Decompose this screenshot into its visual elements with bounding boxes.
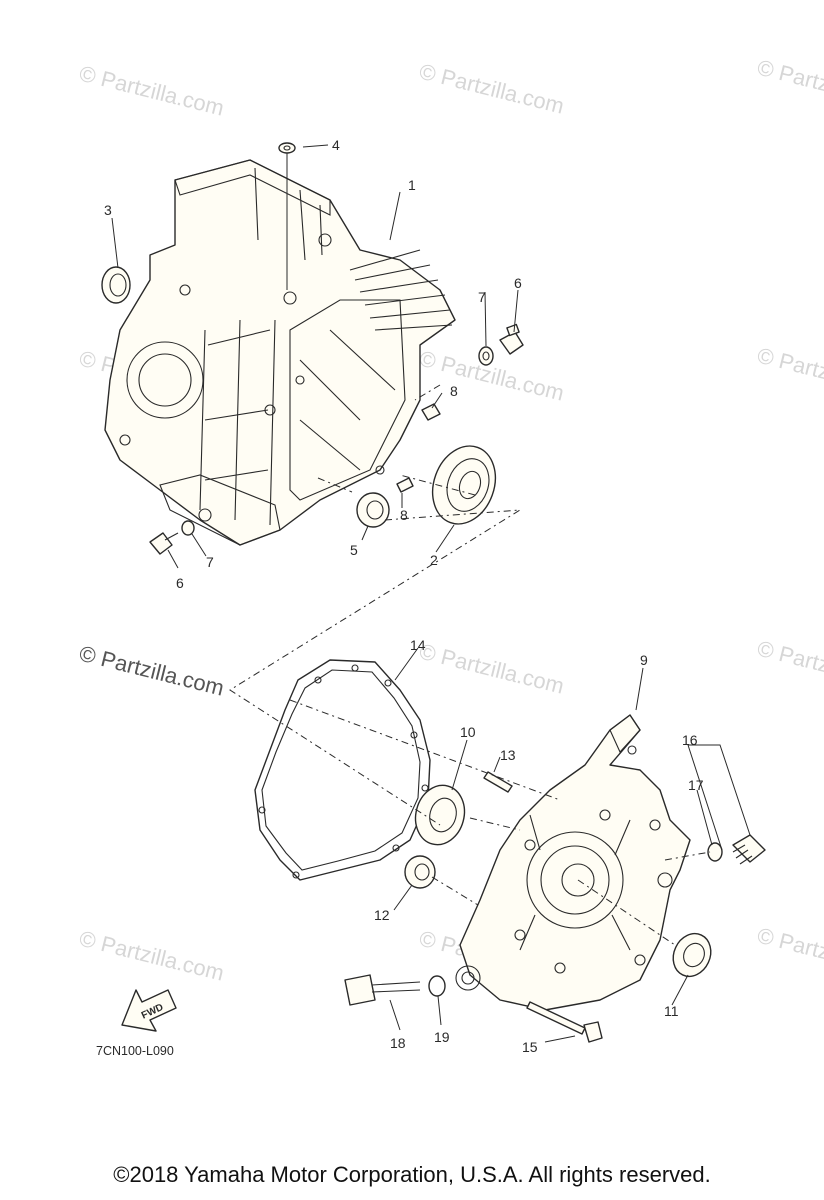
callout-7: 7 [206, 554, 214, 570]
washer-part-7[interactable] [478, 346, 494, 366]
leader-lines [111, 144, 751, 1043]
copyright-notice: ©2018 Yamaha Motor Corporation, U.S.A. A… [113, 1162, 711, 1187]
callout-2: 2 [430, 552, 438, 568]
watermark: © Partzilla.com [417, 639, 567, 699]
o-ring-part-19[interactable] [428, 975, 446, 997]
gasket-part-14[interactable] [254, 659, 431, 881]
callout-13: 13 [500, 747, 516, 763]
callout-4: 4 [332, 137, 340, 153]
callout-18: 18 [390, 1035, 406, 1051]
callout-15: 15 [522, 1039, 538, 1055]
callout-1: 1 [408, 177, 416, 193]
oil-seal-part-12[interactable] [404, 855, 436, 889]
crankcase-cover-part-9[interactable] [455, 714, 691, 1011]
watermark: © Partzilla.com [755, 55, 824, 115]
watermark: © Partzilla.com [417, 59, 567, 119]
bearing-part-2[interactable] [422, 437, 506, 533]
washer-part-4[interactable] [278, 142, 296, 154]
oil-seal-part-3[interactable] [101, 266, 131, 304]
dowel-pin-part-8[interactable] [396, 477, 414, 493]
crankcase-part[interactable] [104, 159, 456, 546]
watermark: © Partzilla.com [755, 343, 824, 403]
washer-part-7[interactable] [181, 520, 195, 536]
bolt-part-6[interactable] [149, 532, 179, 555]
callout-17: 17 [688, 777, 704, 793]
callout-12: 12 [374, 907, 390, 923]
watermark: © Partzilla.com [77, 926, 227, 986]
o-ring-part-17[interactable] [707, 842, 723, 862]
breather-plug-part-16[interactable] [732, 834, 766, 865]
callout-8: 8 [400, 507, 408, 523]
dowel-pin-part-13[interactable] [483, 771, 513, 793]
bolt-part-6[interactable] [499, 323, 524, 355]
callout-10: 10 [460, 724, 476, 740]
callout-7: 7 [478, 289, 486, 305]
oil-seal-part-5[interactable] [356, 492, 390, 528]
callout-labels: 1 2 3 4 5 6 6 7 7 8 8 9 10 11 12 13 14 1… [104, 137, 704, 1055]
watermark: © Partzilla.com [77, 61, 227, 121]
callout-3: 3 [104, 202, 112, 218]
callout-11: 11 [664, 1003, 679, 1019]
callout-14: 14 [410, 637, 426, 653]
callout-6: 6 [514, 275, 522, 291]
callout-5: 5 [350, 542, 358, 558]
watermark: © Partzilla.com [755, 636, 824, 696]
bolt-part-15[interactable] [526, 1001, 603, 1043]
callout-8: 8 [450, 383, 458, 399]
dipstick-part-18[interactable] [344, 974, 421, 1006]
callout-6: 6 [176, 575, 184, 591]
oil-seal-part-10[interactable] [409, 780, 471, 850]
callout-19: 19 [434, 1029, 450, 1045]
watermark: © Partzilla.com [755, 923, 824, 983]
callout-9: 9 [640, 652, 648, 668]
oil-seal-part-11[interactable] [666, 927, 717, 982]
watermark: © Partzilla.com [77, 641, 227, 701]
callout-16: 16 [682, 732, 698, 748]
fwd-arrow-icon: FWD [121, 989, 177, 1032]
diagram-code: 7CN100-L090 [96, 1044, 174, 1058]
dowel-pin-part-8[interactable] [421, 403, 441, 421]
